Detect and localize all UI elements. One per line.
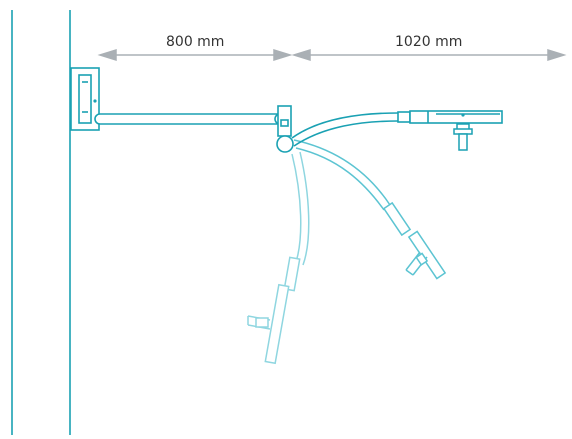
dimension-arrow-800 [97,48,293,62]
main-arm [94,113,281,125]
dimension-label-800: 800 mm [166,34,225,50]
extension-arm-horizontal [291,110,503,147]
dimension-arrow-1020 [291,48,567,62]
dimension-label-1020: 1020 mm [395,34,463,50]
extension-arm-mid [293,139,447,280]
pivot-joint-icon [276,135,294,153]
extension-arm-faint [247,151,310,365]
lamp-head-icon [453,123,473,151]
wall-bracket-icon [70,67,100,131]
joint-block [277,105,292,137]
